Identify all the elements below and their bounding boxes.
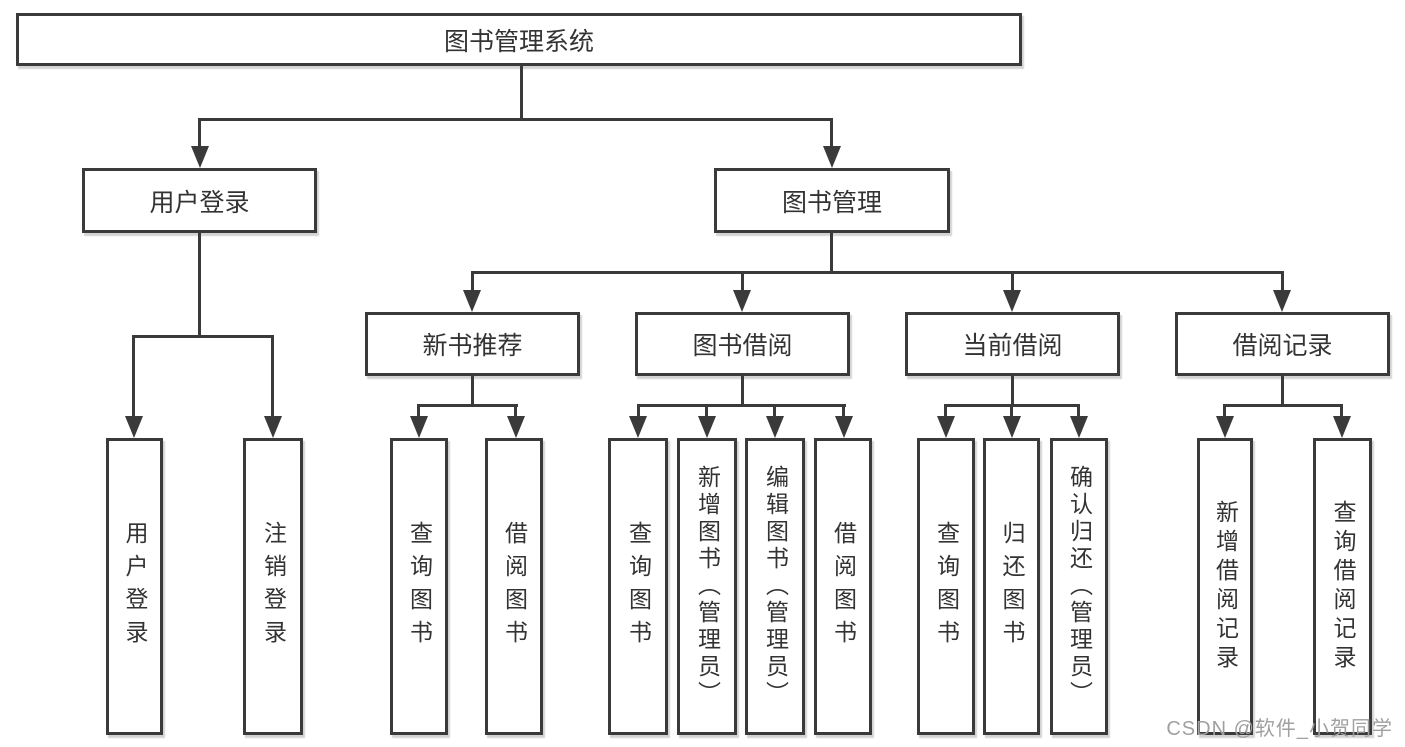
arrowhead-icon-bb4 [835,416,853,438]
leaf-newrec-query-book-label: 查询图书 [406,520,433,653]
connector-to-nb1 [417,404,420,418]
arrowhead-icon-br2 [1333,416,1351,438]
connector-to-borrow [741,271,744,293]
arrowhead-icon-nb2 [507,416,525,438]
connector-new-rec-split [418,404,518,407]
node-root-label: 图书管理系统 [443,27,594,56]
leaf-add-borrow-record: 新增借阅记录 [1197,438,1253,735]
connector-to-bb2 [705,404,708,418]
arrowhead-icon-book-mgmt [823,146,841,168]
leaf-current-query-book: 查询图书 [917,438,975,735]
leaf-confirm-return-admin-label: 确认归还（管理员） [1066,465,1093,708]
connector-to-nb2 [514,404,517,418]
arrowhead-icon-nb1 [410,416,428,438]
arrowhead-icon-current [1003,290,1021,312]
node-records: 借阅记录 [1175,312,1390,376]
connector-borrow-split [637,404,846,407]
connector-to-bb3 [773,404,776,418]
arrowhead-icon-cb1 [937,416,955,438]
csdn-watermark: CSDN @软件_小贺同学 [1166,718,1393,740]
connector-to-bb1 [637,404,640,418]
node-records-label: 借阅记录 [1232,332,1333,360]
arrowhead-icon-leaf-logout [264,416,282,438]
connector-to-current [1011,271,1014,293]
node-borrow: 图书借阅 [635,312,850,376]
node-new-rec: 新书推荐 [365,312,580,376]
connector-to-cb2 [1010,404,1013,418]
connector-book-mgmt-split [471,271,1284,274]
arrowhead-icon-br1 [1216,416,1234,438]
leaf-return-book-label: 归还图书 [999,520,1025,653]
leaf-query-borrow-record: 查询借阅记录 [1313,438,1372,735]
node-book-mgmt-label: 图书管理 [781,188,882,217]
leaf-logout: 注销登录 [243,438,303,735]
connector-to-br2 [1340,404,1343,418]
connector-new-rec-stem [471,374,474,407]
leaf-borrow-query-book-label: 查询图书 [625,520,652,653]
node-current: 当前借阅 [905,312,1120,376]
connector-current-stem [1011,374,1014,407]
leaf-newrec-borrow-book: 借阅图书 [485,438,543,735]
leaf-edit-book-admin: 编辑图书（管理员） [745,438,805,735]
node-book-mgmt: 图书管理 [714,168,950,233]
connector-to-leaf-login [132,335,135,418]
connector-to-cb1 [944,404,947,418]
leaf-current-query-book-label: 查询图书 [933,520,960,653]
connector-borrow-stem [741,374,744,407]
connector-book-mgmt-stem [830,231,833,274]
node-new-rec-label: 新书推荐 [422,332,523,360]
node-current-label: 当前借阅 [962,332,1063,360]
connector-to-br1 [1223,404,1226,418]
connector-to-book-mgmt [830,118,833,151]
connector-to-user-login [198,118,201,151]
leaf-borrow-book-label: 借阅图书 [830,520,857,653]
connector-records-split [1224,404,1343,407]
connector-to-leaf-logout [271,335,274,418]
connector-to-cb3 [1077,404,1080,418]
node-root: 图书管理系统 [16,13,1022,66]
node-user-login: 用户登录 [82,168,317,233]
leaf-add-book-admin: 新增图书（管理员） [677,438,737,735]
leaf-edit-book-admin-label: 编辑图书（管理员） [762,465,789,708]
node-borrow-label: 图书借阅 [692,332,793,360]
leaf-confirm-return-admin: 确认归还（管理员） [1050,438,1108,735]
leaf-add-borrow-record-label: 新增借阅记录 [1212,499,1239,674]
leaf-query-borrow-record-label: 查询借阅记录 [1330,499,1356,674]
leaf-user-login: 用户登录 [106,438,163,735]
node-user-login-label: 用户登录 [149,188,250,217]
leaf-add-book-admin-label: 新增图书（管理员） [694,465,721,708]
leaf-newrec-query-book: 查询图书 [390,438,448,735]
connector-to-records [1281,271,1284,293]
leaf-user-login-label: 用户登录 [122,520,148,653]
connector-root-split [199,118,833,121]
connector-user-login-split [132,335,274,338]
arrowhead-icon-cb2 [1003,416,1021,438]
connector-records-stem [1281,374,1284,407]
arrowhead-icon-bb1 [629,416,647,438]
arrowhead-icon-bb2 [698,416,716,438]
connector-to-new-rec [471,271,474,293]
leaf-borrow-query-book: 查询图书 [608,438,668,735]
arrowhead-icon-new-rec [463,290,481,312]
arrowhead-icon-cb3 [1070,416,1088,438]
connector-root-stem [520,64,523,121]
leaf-logout-label: 注销登录 [260,520,287,653]
arrowhead-icon-bb3 [766,416,784,438]
connector-to-bb4 [842,404,845,418]
connector-user-login-stem [198,231,201,338]
arrowhead-icon-leaf-login [125,416,143,438]
leaf-newrec-borrow-book-label: 借阅图书 [501,520,528,653]
arrowhead-icon-user-login [191,146,209,168]
arrowhead-icon-borrow [733,290,751,312]
leaf-return-book: 归还图书 [983,438,1040,735]
arrowhead-icon-records [1273,290,1291,312]
leaf-borrow-book: 借阅图书 [814,438,872,735]
